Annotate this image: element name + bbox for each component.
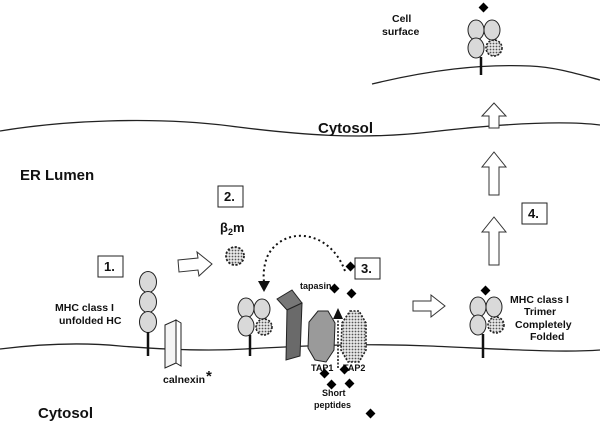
step-number: 4. — [528, 206, 539, 221]
tapasin-dotted-arrow — [262, 234, 346, 283]
cell-surface-label-line1: Cell — [392, 13, 411, 25]
tap1-transporter — [307, 310, 336, 363]
mhc-trimer-er — [469, 296, 505, 358]
er-membrane-lower — [0, 343, 600, 352]
peptide — [344, 378, 355, 389]
transition-arrow-1 — [177, 250, 213, 277]
tapasin-label: tapasin — [300, 281, 332, 291]
beta2m-molecule — [225, 246, 245, 266]
tap2-transporter — [340, 310, 367, 363]
mhc-unfolded-heavy-chain — [139, 271, 157, 356]
step-number: 2. — [224, 189, 235, 204]
peptide — [339, 364, 350, 375]
mhc-trimer-label-line4: Folded — [530, 331, 564, 343]
step-number: 1. — [104, 259, 115, 274]
cell-membrane — [371, 64, 600, 85]
peptide — [345, 261, 356, 272]
step-box-1: 1. — [97, 255, 124, 278]
mhc-cell-surface — [467, 19, 503, 75]
beta2m-label: β2m — [220, 220, 245, 237]
peptide — [480, 285, 491, 296]
peptide — [319, 368, 330, 379]
peptide — [346, 288, 357, 299]
mhc-loading-complex — [237, 297, 273, 356]
tap1-label: TAP1 — [311, 363, 333, 373]
peptide — [478, 2, 489, 13]
cytosol-label-top: Cytosol — [318, 120, 373, 137]
calnexin-protein — [164, 319, 182, 369]
transition-arrow-up-3 — [480, 102, 508, 129]
mhc-trimer-label-line1: MHC class I — [510, 294, 569, 306]
mhc-unfolded-label-line1: MHC class I — [55, 302, 114, 314]
step-box-4: 4. — [521, 202, 548, 225]
cytosol-label-bottom: Cytosol — [38, 405, 93, 422]
step-box-2: 2. — [217, 185, 244, 208]
peptides — [319, 2, 491, 419]
short-peptides-label-line2: peptides — [314, 400, 351, 410]
tap2-label: TAP2 — [343, 363, 365, 373]
peptide — [365, 408, 376, 419]
er-membrane-upper — [0, 119, 600, 137]
cell-surface-label-line2: surface — [382, 26, 420, 38]
calnexin-label: calnexin* — [163, 368, 212, 386]
transition-arrow-2 — [412, 293, 446, 319]
peptide — [329, 283, 340, 294]
mhc-trimer-label-line2: Trimer — [524, 306, 556, 318]
transition-arrow-up-1 — [480, 216, 508, 266]
transition-arrow-up-2 — [480, 151, 508, 196]
tapasin-arrowhead — [258, 281, 270, 292]
step-number: 3. — [361, 261, 372, 276]
peptide — [326, 379, 337, 390]
step-box-3: 3. — [354, 257, 381, 280]
mhc-unfolded-label-line2: unfolded HC — [59, 315, 122, 327]
tapasin-protein — [276, 289, 303, 361]
short-peptides-label-line1: Short — [322, 388, 346, 398]
mhc-trimer-label-line3: Completely — [515, 319, 572, 331]
peptide-transport-arrowhead — [333, 308, 343, 319]
er-lumen-label: ER Lumen — [20, 167, 94, 184]
